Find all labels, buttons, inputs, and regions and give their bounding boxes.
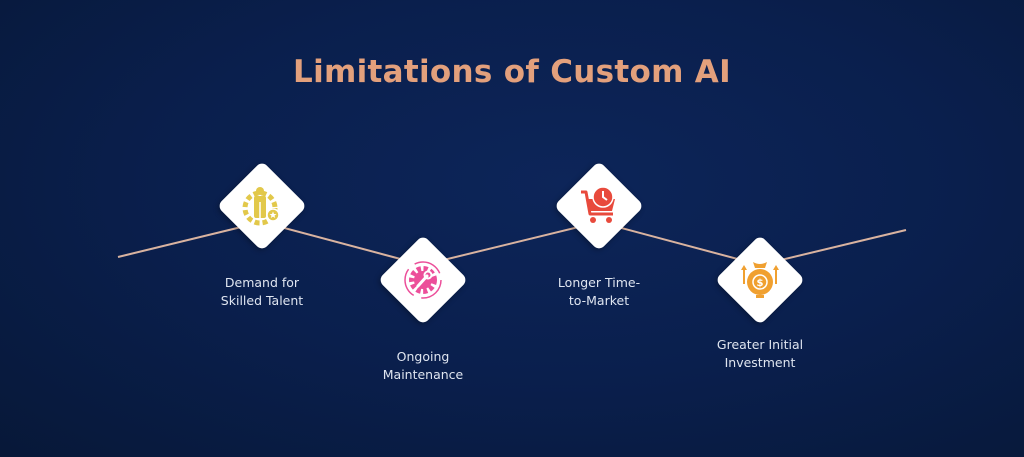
- page-title: Limitations of Custom AI: [293, 54, 731, 90]
- label-line: Longer Time-: [557, 275, 641, 290]
- label-line: Investment: [724, 355, 796, 370]
- label-line: Maintenance: [382, 367, 464, 382]
- label-maintenance: Ongoing Maintenance: [343, 348, 503, 384]
- maintenance-gear-wrench-icon: [404, 261, 442, 299]
- cart-clock-icon: [581, 186, 615, 223]
- label-line: Greater Initial: [716, 337, 804, 352]
- label-line: Ongoing: [396, 349, 450, 364]
- label-line: Skilled Talent: [220, 293, 304, 308]
- node-skilled-talent: [216, 160, 308, 252]
- node-time-to-market: [553, 160, 645, 252]
- label-skilled-talent: Demand for Skilled Talent: [182, 274, 342, 310]
- label-initial-investment: Greater Initial Investment: [680, 336, 840, 372]
- label-line: to-Market: [568, 293, 630, 308]
- label-time-to-market: Longer Time- to-Market: [519, 274, 679, 310]
- skilled-talent-gear-person-icon: [242, 187, 280, 226]
- label-line: Demand for: [224, 275, 300, 290]
- money-bag-growth-icon: $: [741, 262, 779, 298]
- svg-text:$: $: [757, 278, 764, 289]
- node-maintenance: [377, 234, 469, 326]
- node-initial-investment: $: [714, 234, 806, 326]
